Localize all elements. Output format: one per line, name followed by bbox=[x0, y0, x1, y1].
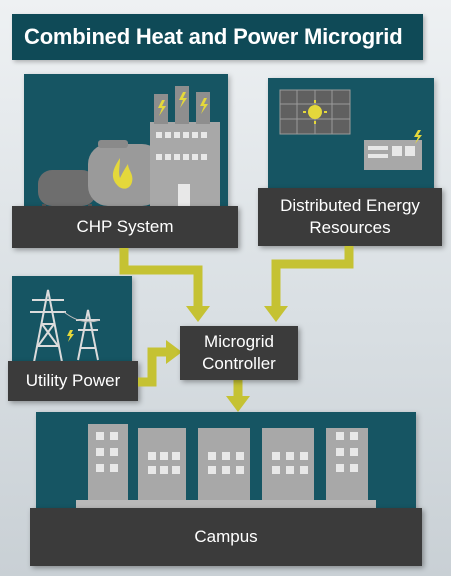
campus-label: Campus bbox=[30, 508, 422, 566]
utility-power-label: Utility Power bbox=[8, 361, 138, 401]
diagram-title: Combined Heat and Power Microgrid bbox=[12, 14, 423, 60]
utility-panel bbox=[12, 276, 132, 366]
arrowhead-chp bbox=[186, 306, 210, 322]
arrow-chp-to-controller bbox=[119, 248, 203, 308]
arrowhead-der bbox=[264, 306, 288, 322]
arrowhead-campus bbox=[226, 396, 250, 412]
arrowhead-utility bbox=[166, 340, 182, 364]
sun-icon bbox=[308, 105, 322, 119]
arrow-der-to-controller bbox=[271, 246, 354, 308]
der-icon bbox=[279, 89, 422, 170]
der-label: Distributed Energy Resources bbox=[258, 188, 442, 246]
campus-buildings-icon bbox=[76, 424, 376, 508]
power-tower-icon bbox=[30, 289, 101, 363]
flame-icon bbox=[112, 158, 133, 189]
arrow-utility-to-controller bbox=[138, 347, 168, 387]
chp-system-label: CHP System bbox=[12, 206, 238, 248]
microgrid-controller-label: Microgrid Controller bbox=[180, 326, 298, 380]
